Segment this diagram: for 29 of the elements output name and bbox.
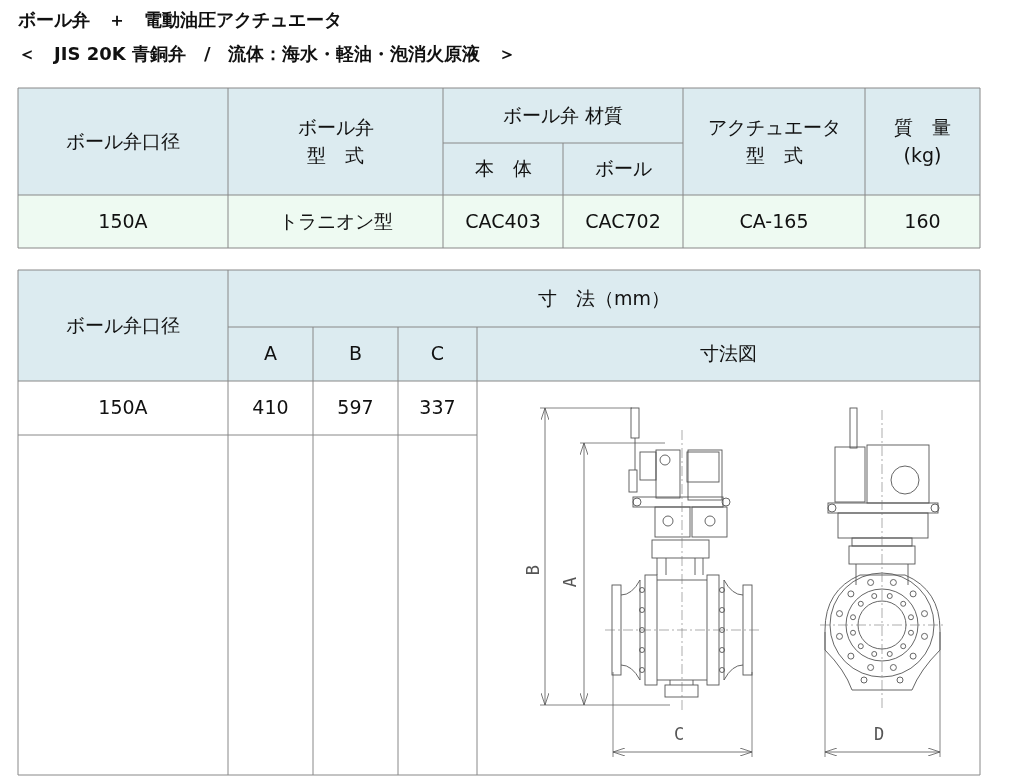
column-header: ボール弁口径 (66, 128, 180, 154)
column-header: B (348, 341, 362, 367)
column-header: 本 体 (474, 156, 532, 182)
table-value: 160 (904, 208, 941, 234)
column-header: 寸法図 (700, 341, 757, 367)
column-header: ボール弁型 式 (296, 114, 375, 168)
dimension-letter: A (560, 576, 581, 588)
column-header: アクチュエータ型 式 (706, 114, 842, 168)
column-header: C (430, 341, 445, 367)
table-value: CA-165 (739, 208, 809, 234)
column-header: ボール (594, 156, 652, 182)
table-value: 597 (337, 395, 374, 421)
column-header: ボール弁 材質 (502, 102, 623, 128)
table-value: CAC702 (585, 208, 661, 234)
table-value: 150A (98, 208, 148, 234)
dimension-letter: C (674, 724, 685, 744)
column-header: A (264, 341, 277, 367)
subtitle: ＜ JIS 20K 青銅弁 / 流体：海水・軽油・泡消火原液 ＞ (18, 42, 517, 66)
dimension-letter: D (874, 724, 885, 744)
title: ボール弁 ＋ 電動油圧アクチュエータ (18, 8, 342, 32)
table-value: トラニオン型 (278, 208, 393, 234)
column-header: 質 量(kg) (893, 114, 952, 168)
table-value: 150A (98, 395, 148, 421)
dimension-letter: B (523, 564, 544, 576)
table-value: 337 (419, 395, 456, 421)
column-header: ボール弁口径 (66, 312, 180, 338)
column-header: 寸 法（mm） (538, 285, 670, 311)
table-value: 410 (252, 395, 289, 421)
table-value: CAC403 (465, 208, 541, 234)
